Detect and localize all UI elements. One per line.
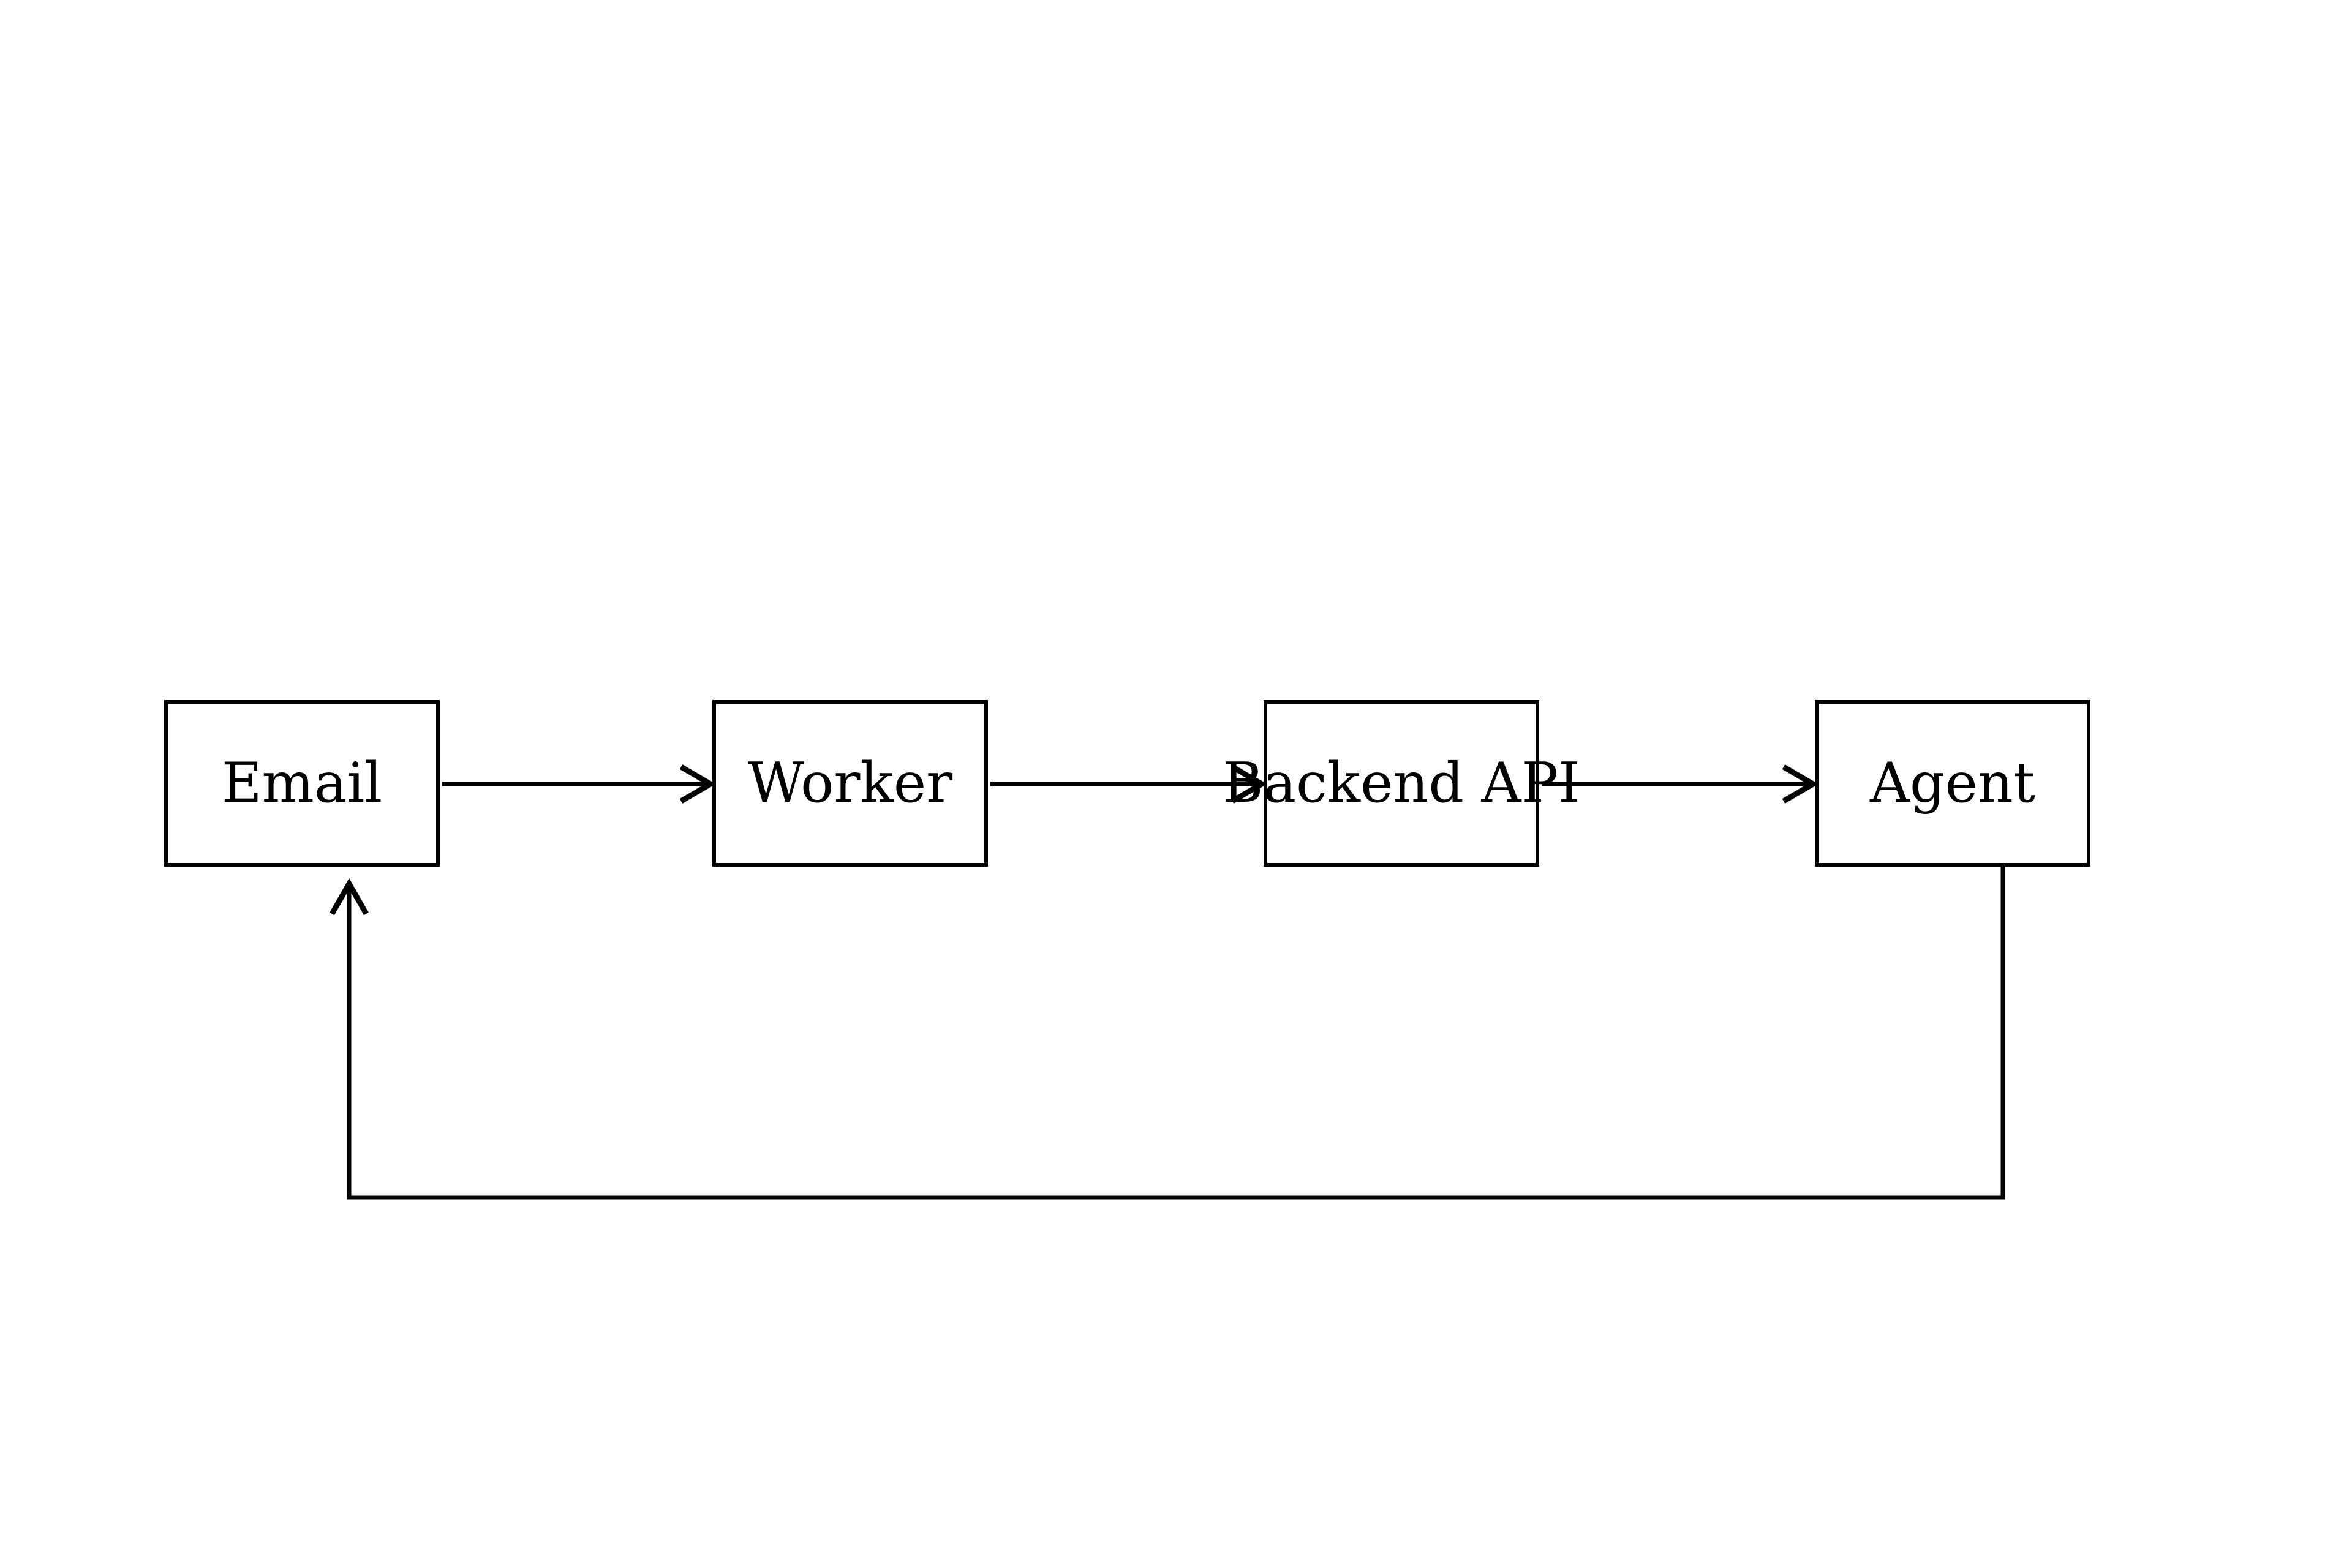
- edge-email-to-worker: [442, 764, 716, 804]
- edge-worker-to-backend-api: [990, 764, 1267, 804]
- edge-agent-to-email-feedback: [330, 867, 2005, 1200]
- node-worker-label: Worker: [747, 751, 953, 815]
- node-backend-api[interactable]: Backend API: [1223, 700, 1580, 867]
- node-agent[interactable]: Agent: [1815, 700, 2090, 867]
- node-email-label: Email: [221, 751, 383, 815]
- node-worker[interactable]: Worker: [712, 700, 988, 867]
- edge-backend-api-to-agent: [1542, 764, 1819, 804]
- node-backend-api-label: Backend API: [1223, 751, 1580, 815]
- node-email[interactable]: Email: [164, 700, 440, 867]
- node-agent-label: Agent: [1870, 751, 2035, 815]
